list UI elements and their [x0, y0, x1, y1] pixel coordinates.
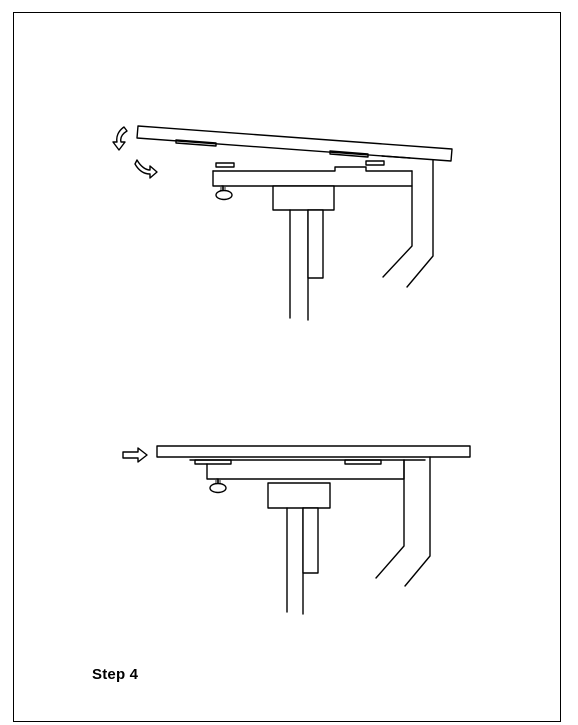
step-label: Step 4	[92, 666, 139, 683]
pole-assembly	[272, 185, 335, 321]
figure-level-top	[122, 445, 471, 615]
adjustment-knob	[215, 185, 233, 201]
tilted-tabletop	[136, 125, 453, 162]
adjustment-knob-level	[209, 478, 227, 494]
level-tabletop	[156, 445, 471, 465]
figure-tilted-top	[112, 125, 453, 321]
arrow-right-icon	[122, 447, 148, 463]
page-border	[13, 12, 561, 722]
side-support-arms-level	[375, 456, 431, 587]
mounting-bracket	[212, 160, 413, 187]
curved-arrow-down-icon	[112, 126, 128, 151]
curved-arrow-right-icon	[134, 159, 158, 179]
pole-assembly-level	[267, 482, 331, 615]
side-support-arms	[382, 159, 434, 288]
